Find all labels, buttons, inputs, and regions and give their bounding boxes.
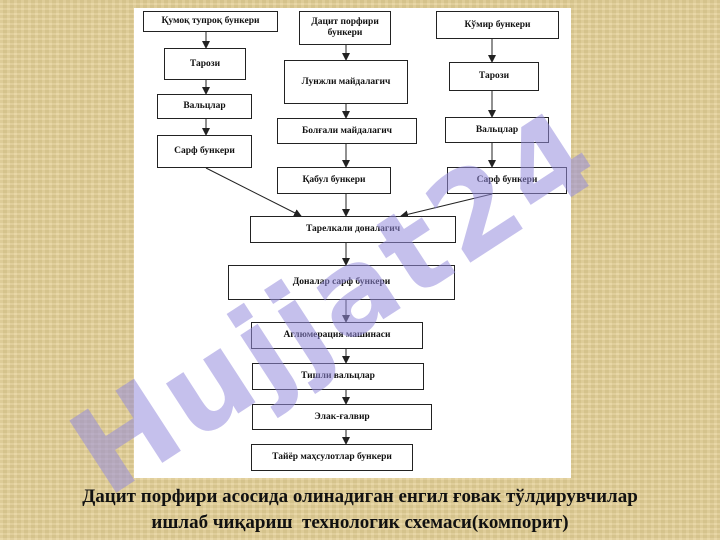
caption-line-1: Дацит порфири асосида олинадиган енгил ғ… (82, 486, 638, 507)
box-coal-bunker: Кўмир бункери (436, 11, 559, 39)
caption-line-2: ишлаб чиқариш технологик схемаси(компори… (151, 512, 569, 533)
box-toothed-rollers: Тишли вальцлар (252, 363, 424, 390)
box-drum-grinder: Лунжли майдалагич (284, 60, 408, 104)
box-plate-granulator: Тарелкали доналагич (250, 216, 456, 243)
arrow-flow-right-to-granulator (400, 193, 493, 219)
diagram-panel: Қумоқ тупроқ бункери Тарози Вальцлар Сар… (134, 8, 571, 478)
box-agglomeration-machine: Аглюмерация машинаси (251, 322, 423, 349)
box-sieve: Элак-ғалвир (252, 404, 432, 430)
box-scale-right: Тарози (449, 62, 539, 91)
caption: Дацит порфири асосида олинадиган енгил ғ… (0, 484, 720, 536)
arrow-flow-left-to-granulator (205, 167, 302, 217)
box-flow-bunker-right: Сарф бункери (447, 167, 567, 194)
box-hammer-grinder: Болғали майдалагич (277, 118, 417, 144)
box-receiving-bunker: Қабул бункери (277, 167, 391, 194)
box-sand-bunker: Қумоқ тупроқ бункери (143, 11, 278, 32)
box-rollers-right: Вальцлар (445, 117, 549, 143)
flow-arrows (202, 32, 496, 445)
box-scale-left: Тарози (164, 48, 246, 80)
box-product-bunker: Тайёр маҳсулотлар бункери (251, 444, 413, 471)
box-granule-bunker: Доналар сарф бункери (228, 265, 455, 300)
box-flow-bunker-left: Сарф бункери (157, 135, 252, 168)
box-dacite-bunker: Дацит порфири бункери (299, 11, 391, 45)
box-rollers-left: Вальцлар (157, 94, 252, 119)
